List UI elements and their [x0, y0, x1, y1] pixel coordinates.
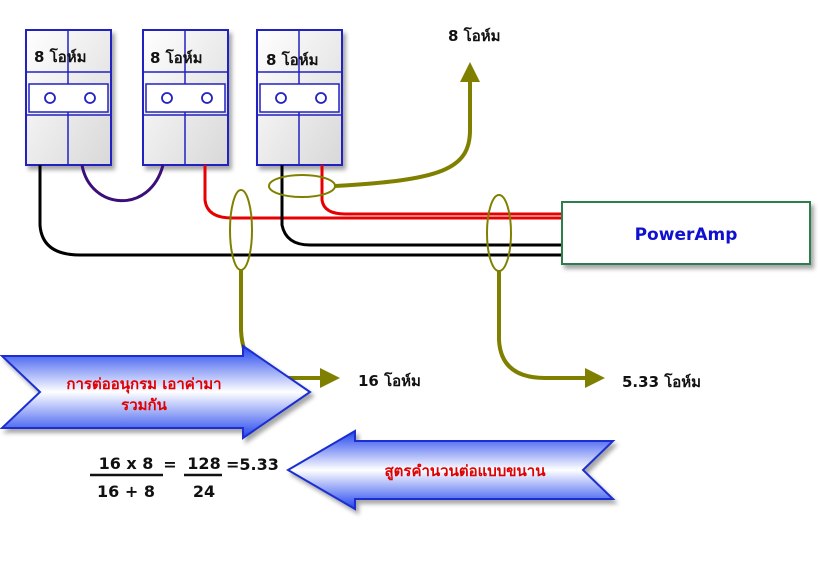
parallel-note-arrow: [286, 429, 616, 511]
formula-denominator-1: 16 + 8: [97, 482, 155, 501]
power-amp-box: [561, 201, 811, 265]
arrow-top-result: [334, 62, 480, 188]
wire-black-speaker3: [280, 165, 562, 247]
parallel-note-text: สูตรคำนวนต่อแบบขนาน: [385, 462, 547, 481]
formula-result: =5.33: [226, 455, 279, 474]
measure-loop-parallel: [486, 194, 512, 272]
formula-numerator-2: 128: [187, 454, 220, 473]
speaker-3-label: 8 โอห์ม: [266, 50, 319, 69]
arrow-parallel-result: [497, 271, 605, 388]
wire-black-speaker1: [38, 165, 562, 257]
series-note-line1: การต่ออนุกรม เอาค่ามา: [66, 375, 221, 394]
power-amp-label: PowerAmp: [635, 225, 738, 245]
formula-denominator-2: 24: [193, 482, 215, 501]
measure-loop-top: [268, 174, 336, 198]
result-parallel-label: 5.33 โอห์ม: [622, 372, 701, 391]
speaker-1: [25, 29, 112, 166]
speaker-1-label: 8 โอห์ม: [34, 47, 87, 66]
speaker-2-label: 8 โอห์ม: [150, 48, 203, 67]
speaker-3: [256, 29, 343, 166]
series-note-line2: รวมกัน: [121, 396, 167, 414]
formula-numerator-1: 16 x 8: [99, 454, 154, 473]
series-note-arrow: [0, 344, 312, 440]
formula-equals: =: [163, 455, 176, 474]
wire-purple-link: [80, 164, 165, 203]
measure-loop-series: [229, 189, 253, 271]
wire-red-speaker2: [203, 165, 562, 220]
result-top-label: 8 โอห์ม: [448, 26, 501, 45]
parallel-formula: 16 x 8 16 + 8 = 128 24 =5.33: [90, 454, 279, 501]
wire-red-speaker3: [320, 165, 562, 216]
result-series-label: 16 โอห์ม: [358, 371, 421, 390]
speaker-2: [142, 29, 229, 166]
